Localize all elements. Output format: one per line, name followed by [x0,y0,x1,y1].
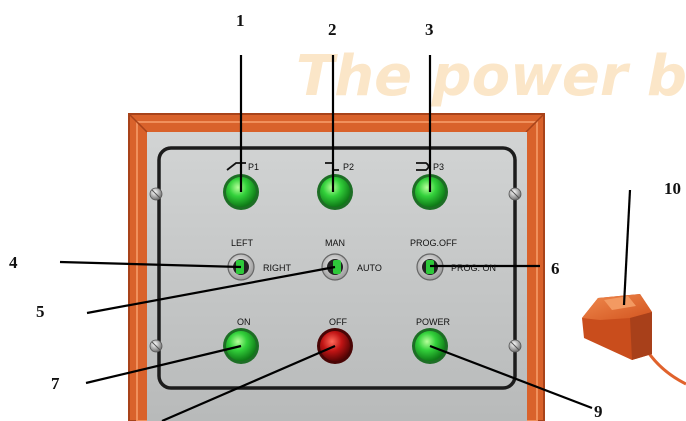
off-label: OFF [329,317,347,327]
callout-4: 4 [9,253,18,272]
leader-line-5 [86,265,336,315]
leader-line-9 [429,344,593,410]
p1-label: P1 [248,162,260,172]
callout-7: 7 [51,374,60,393]
p2-label: P2 [343,162,355,172]
p3-label: P3 [433,162,445,172]
callout-10: 10 [664,179,681,198]
on-label: ON [237,317,251,327]
callout-1: 1 [236,11,245,30]
leader-line-7 [85,344,242,385]
callout-2: 2 [328,20,337,39]
callout-3: 3 [425,20,434,39]
screw-icon [149,339,163,353]
man-label: MAN [325,238,345,248]
prog-on-label: PROG. ON [451,263,497,273]
callout-6: 6 [551,259,560,278]
watermark-text: The power br [296,44,686,109]
leader-line-8 [161,344,336,421]
screw-icon [508,187,522,201]
right-label: RIGHT [263,263,291,273]
panel-border [157,146,517,390]
leader-line-4 [59,260,242,269]
screw-icon [149,187,163,201]
p3-symbol-icon [416,162,430,171]
callout-5: 5 [36,302,45,321]
left-label: LEFT [231,238,254,248]
foot-pedal[interactable] [582,294,686,386]
callout-9: 9 [594,402,603,421]
leader-line-10 [622,189,632,306]
screw-icon [508,339,522,353]
p2-button[interactable] [317,174,353,210]
prog-off-label: PROG.OFF [410,238,457,248]
power-label: POWER [416,317,451,327]
auto-label: AUTO [357,263,382,273]
leader-lines [59,55,632,421]
p1-symbol-icon [226,162,246,171]
